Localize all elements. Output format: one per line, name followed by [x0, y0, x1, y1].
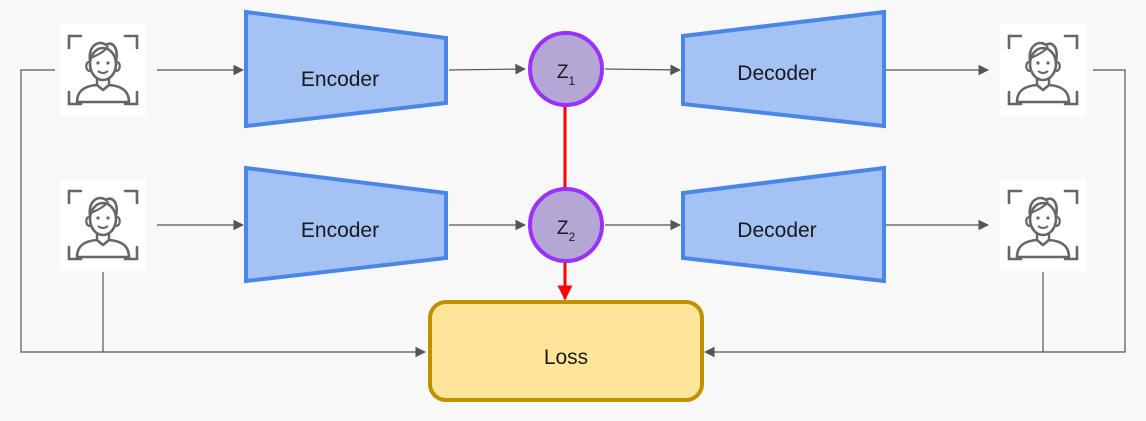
decoder-label: Decoder	[737, 62, 816, 85]
latent-subscript: 1	[568, 74, 575, 88]
svg-text:Z1: Z1	[557, 62, 576, 88]
line-input1-to-loss	[20, 69, 427, 358]
latent-node-z2: Z2	[528, 187, 604, 263]
encoder-block-2: Encoder	[244, 165, 448, 284]
latent-node-z1: Z1	[528, 31, 604, 107]
face-scan-icon	[58, 22, 148, 118]
arrow-z1-to-decoder1	[604, 64, 682, 76]
encoder-label: Encoder	[301, 68, 379, 91]
loss-label: Loss	[544, 346, 588, 369]
face-scan-icon	[998, 22, 1088, 118]
encoder-label: Encoder	[301, 219, 379, 242]
latent-subscript: 2	[568, 230, 575, 244]
decoder-block-2: Decoder	[681, 165, 886, 284]
loss-box: Loss	[428, 300, 704, 402]
latent-letter: Z	[557, 62, 569, 83]
svg-text:Z2: Z2	[557, 218, 576, 244]
encoder-block-1: Encoder	[244, 9, 448, 129]
face-scan-icon	[998, 177, 1088, 273]
connectors	[20, 63, 1126, 358]
line-output1-to-loss	[703, 69, 1126, 358]
arrow-encoder1-to-z1	[448, 63, 527, 75]
decoder-label: Decoder	[737, 219, 816, 242]
decoder-block-1: Decoder	[681, 9, 886, 129]
face-scan-icon	[58, 177, 148, 273]
latent-letter: Z	[557, 218, 569, 239]
